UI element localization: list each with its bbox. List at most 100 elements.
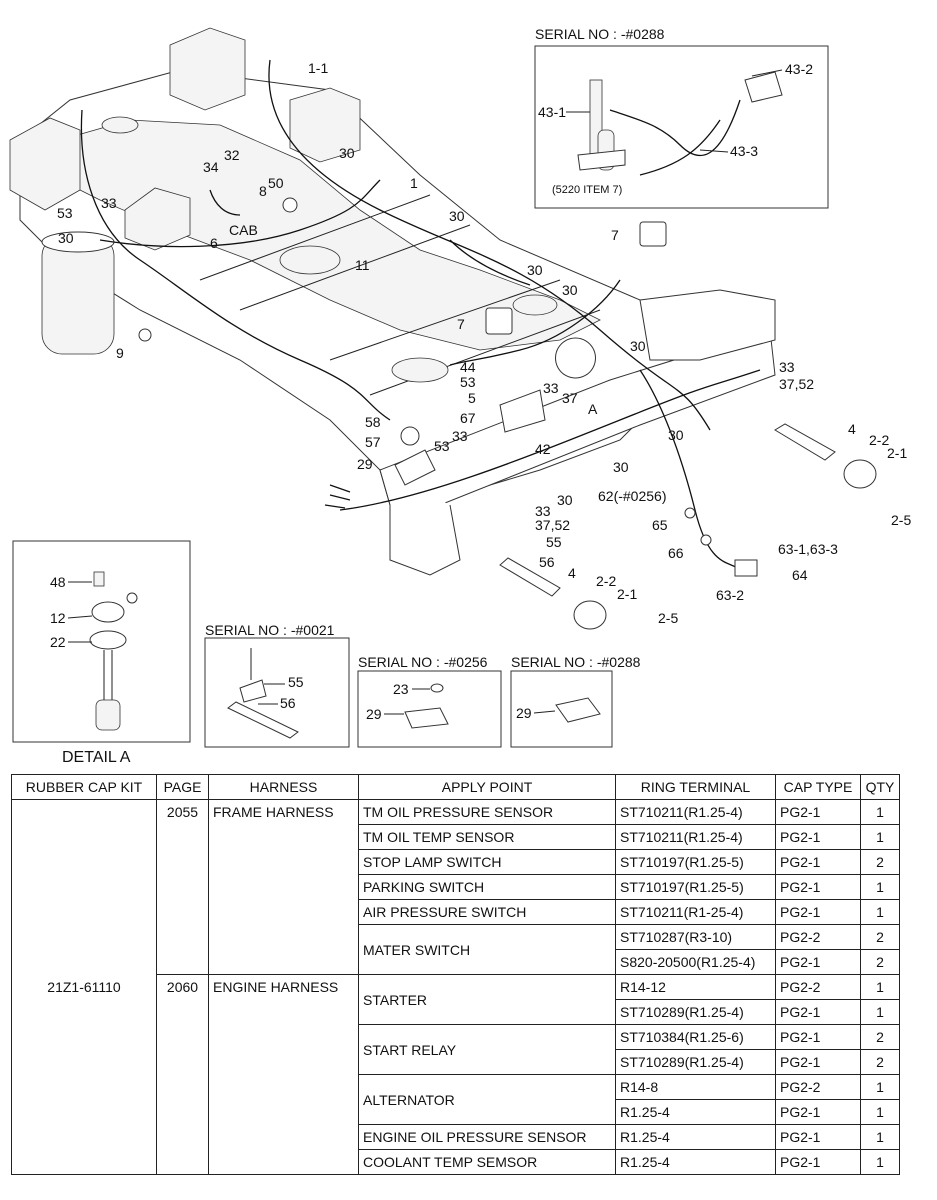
part-label: 56	[539, 554, 555, 570]
cap-type-cell: PG2-1	[775, 1149, 861, 1175]
part-label: 4	[848, 421, 856, 437]
part-label: 30	[562, 282, 578, 298]
cap-type-cell: PG2-1	[775, 949, 861, 975]
cap-type-cell: PG2-2	[775, 1074, 861, 1100]
ring-terminal-cell: R14-12	[615, 974, 776, 1000]
part-label: 44	[460, 359, 476, 375]
part-label: 2-2	[596, 573, 616, 589]
inset-note: (5220 ITEM 7)	[552, 184, 622, 196]
detail-a-inset: 48 12 22 DETAIL A	[12, 540, 191, 766]
part-label: 30	[613, 459, 629, 475]
inset-serial-label: SERIAL NO : -#0288	[535, 26, 665, 42]
cap-type-cell: PG2-1	[775, 874, 861, 900]
qty-cell: 2	[860, 849, 900, 875]
part-label: 34	[203, 159, 219, 175]
part-label: 11	[355, 257, 370, 273]
label-29-0288: 29	[516, 705, 532, 721]
qty-cell: 1	[860, 1149, 900, 1175]
part-label: 33	[535, 503, 551, 519]
qty-cell: 2	[860, 1024, 900, 1050]
part-label: 30	[668, 427, 684, 443]
qty-cell: 1	[860, 1099, 900, 1125]
part-label: 37,52	[779, 376, 814, 392]
cap-type-cell: PG2-1	[775, 1124, 861, 1150]
part-label: CAB	[229, 222, 258, 238]
part-label: 33	[452, 428, 468, 444]
cap-type-cell: PG2-1	[775, 799, 861, 825]
part-label: 63-1,63-3	[778, 541, 838, 557]
harness-cell: ENGINE HARNESS	[208, 974, 359, 1175]
ring-terminal-cell: R1.25-4	[615, 1124, 776, 1150]
part-label: 33	[779, 359, 795, 375]
col-header-cap-type: CAP TYPE	[775, 774, 861, 800]
col-header-page: PAGE	[156, 774, 209, 800]
part-label: 50	[268, 175, 284, 191]
apply-point-cell: ALTERNATOR	[358, 1074, 616, 1125]
part-label: 33	[101, 195, 117, 211]
inset-serial-0288-bottom: SERIAL NO : -#0288 29	[510, 654, 641, 748]
part-label: 37	[562, 390, 578, 406]
part-label: 29	[357, 456, 373, 472]
part-label: 42	[535, 441, 551, 457]
inset-0256-serial: SERIAL NO : -#0256	[358, 654, 488, 670]
qty-cell: 1	[860, 1074, 900, 1100]
table-header-row: RUBBER CAP KIT PAGE HARNESS APPLY POINT …	[11, 774, 900, 800]
part-label: 9	[116, 345, 124, 361]
qty-cell: 1	[860, 874, 900, 900]
part-label: 66	[668, 545, 684, 561]
part-label: 2-5	[658, 610, 678, 626]
part-label: 63-2	[716, 587, 744, 603]
part-label: 30	[630, 338, 646, 354]
ring-terminal-cell: R14-8	[615, 1074, 776, 1100]
col-header-ring-terminal: RING TERMINAL	[615, 774, 776, 800]
qty-cell: 1	[860, 899, 900, 925]
part-label: A	[588, 401, 598, 417]
part-label: 4	[568, 565, 576, 581]
part-label: 7	[611, 227, 619, 243]
harness-cell: FRAME HARNESS	[208, 799, 359, 975]
label-22: 22	[50, 634, 66, 650]
inset-serial-0288-top: SERIAL NO : -#0288 43-2 43-1 43-3 (5220 …	[534, 26, 829, 209]
part-label: 2-1	[887, 445, 907, 461]
ring-terminal-cell: ST710289(R1.25-4)	[615, 1049, 776, 1075]
col-header-apply-point: APPLY POINT	[358, 774, 616, 800]
apply-point-cell: STARTER	[358, 974, 616, 1025]
part-label: 57	[365, 434, 381, 450]
part-label: 6	[210, 235, 218, 251]
part-label: 32	[224, 147, 240, 163]
label-23: 23	[393, 681, 409, 697]
page-cell: 2060	[156, 974, 209, 1175]
cap-type-cell: PG2-1	[775, 999, 861, 1025]
inset-0288b-serial: SERIAL NO : -#0288	[511, 654, 641, 670]
qty-cell: 1	[860, 799, 900, 825]
cap-type-cell: PG2-1	[775, 849, 861, 875]
part-label: 8	[259, 183, 267, 199]
part-label: 53	[57, 205, 73, 221]
components	[138, 197, 877, 630]
label-56-inset: 56	[280, 695, 296, 711]
inset-serial-0021: SERIAL NO : -#0021 55 56	[204, 622, 350, 748]
part-label: 1	[410, 175, 418, 191]
col-header-kit: RUBBER CAP KIT	[11, 774, 157, 800]
cap-type-cell: PG2-1	[775, 824, 861, 850]
ring-terminal-cell: ST710384(R1.25-6)	[615, 1024, 776, 1050]
part-label: 30	[339, 145, 355, 161]
col-header-harness: HARNESS	[208, 774, 359, 800]
qty-cell: 2	[860, 1049, 900, 1075]
qty-cell: 2	[860, 949, 900, 975]
part-label: 58	[365, 414, 381, 430]
inset-0021-serial: SERIAL NO : -#0021	[205, 622, 335, 638]
